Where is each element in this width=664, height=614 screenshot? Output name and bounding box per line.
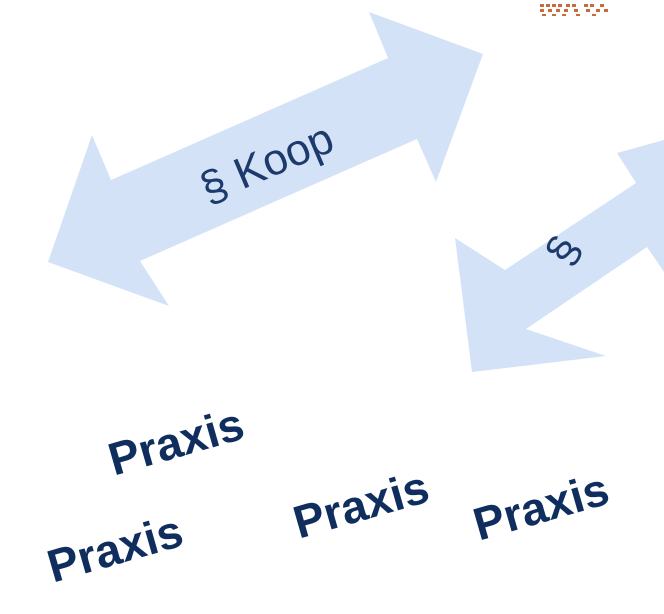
- koop-double-arrow: § Koop: [48, 12, 483, 306]
- praxis-label-bottom-left: Praxis: [41, 504, 188, 592]
- praxis-label-middle: Praxis: [287, 460, 434, 548]
- paragraph-double-arrow: §: [455, 140, 664, 372]
- logo-fragment: [540, 4, 608, 16]
- paragraph-arrow-shape: [455, 140, 664, 372]
- praxis-label-right: Praxis: [467, 462, 614, 550]
- koop-arrow-shape: [48, 12, 483, 306]
- praxis-label-top: Praxis: [102, 397, 249, 485]
